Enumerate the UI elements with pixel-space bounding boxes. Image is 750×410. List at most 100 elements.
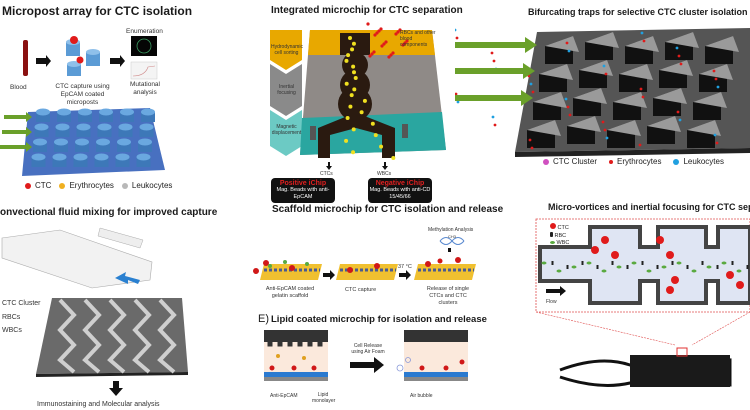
panel-title: Lipid coated microchip for isolation and… — [271, 314, 487, 325]
rbc-cell — [384, 40, 388, 44]
wbc-cell — [541, 261, 547, 265]
legend-item: CTC — [550, 223, 569, 231]
micropost-top — [76, 123, 91, 131]
ctc-cell — [349, 93, 354, 98]
ctc-cell — [671, 276, 679, 284]
blood-cell — [567, 49, 571, 53]
panel-scaffold: Scaffold microchip for CTC isolation and… — [250, 200, 504, 310]
legend-label: Leukocytes — [131, 181, 173, 190]
trap-top — [539, 64, 573, 80]
blood-cell — [490, 51, 494, 55]
micropost-top — [73, 153, 88, 161]
legend-label: CTC — [35, 181, 52, 190]
legend-item: RBC — [550, 232, 566, 239]
ctc-cell — [666, 286, 674, 294]
bifurcating-diagram — [455, 28, 750, 157]
micropost-top — [52, 153, 67, 161]
blood-cell — [716, 85, 720, 89]
rbc-cell — [396, 30, 400, 34]
chamber-array — [630, 355, 730, 387]
rbc-cell — [380, 44, 384, 48]
micropost-top — [118, 123, 133, 131]
flow-arrow — [455, 63, 535, 79]
groove — [107, 298, 127, 374]
vortex-diagram — [535, 218, 750, 387]
blood-cell — [638, 143, 642, 147]
micropost-top — [96, 138, 110, 146]
wbc-cell — [601, 269, 607, 273]
micropost — [34, 127, 49, 137]
blood-cell — [493, 123, 497, 127]
panel-label: E) — [258, 313, 269, 325]
erythrocyte-swatch — [59, 182, 66, 189]
rbc-cell — [382, 42, 386, 46]
micropost — [78, 112, 92, 122]
micropost — [115, 157, 130, 167]
micropost — [97, 127, 112, 137]
leukocyte-swatch — [673, 158, 680, 165]
trap-top — [579, 60, 613, 76]
panel-convection: onvectional fluid mixing for improved ca… — [0, 200, 217, 410]
rbc-cell — [401, 43, 405, 47]
blood-cell — [566, 105, 570, 109]
scaffold-2 — [336, 264, 398, 280]
ctc-cell — [348, 104, 353, 109]
flow-arrow — [455, 90, 533, 106]
arrow-icon — [399, 270, 411, 280]
ctc-cell — [601, 236, 609, 244]
erythrocyte-swatch — [609, 159, 614, 164]
arrow-label: Cell Release using Air Foam — [351, 343, 385, 355]
panel-title: Scaffold microchip for CTC isolation and… — [272, 204, 504, 215]
micropost-top — [57, 108, 71, 116]
micropost-top — [75, 138, 89, 146]
stage-label: Inertial focusing — [277, 84, 296, 96]
chip-housing — [1, 229, 153, 289]
ctc-cell — [351, 127, 356, 132]
micropost — [138, 142, 152, 152]
micropost-top — [78, 108, 92, 116]
negative-ichip-desc: Mag. Beads with anti-CD 15/45/66 — [369, 187, 431, 200]
trap-top — [705, 36, 739, 52]
output-ctcs: CTCs — [320, 171, 333, 177]
blood-cell — [639, 87, 643, 91]
micropost — [54, 142, 68, 152]
legend-item: WBC — [550, 240, 569, 246]
ctc-cell — [656, 236, 664, 244]
trap-top — [607, 120, 641, 136]
legend-label: Erythrocytes — [617, 157, 662, 166]
blood-cell — [456, 100, 460, 104]
blood-cell — [676, 110, 680, 114]
trap-top — [527, 120, 561, 136]
ctc-cell — [370, 121, 375, 126]
scaffold-3 — [414, 264, 476, 280]
step-capture: CTC capture using EpCAM coated micropost… — [55, 83, 110, 106]
rbc-cell — [366, 22, 370, 26]
ctc-cell — [611, 251, 619, 259]
trap-top — [699, 64, 733, 80]
negative-ichip-name: Negative iChip — [375, 180, 425, 187]
micropost — [120, 112, 134, 122]
micropost-top — [97, 123, 112, 131]
wbc-cell — [631, 261, 637, 265]
wbc-output-arrow — [382, 166, 388, 170]
ctc-cell — [351, 70, 356, 75]
zoom-line — [535, 311, 676, 346]
micropost-top — [115, 153, 130, 161]
stage-magnetic — [270, 110, 302, 156]
step-enumeration: Enumeration — [126, 28, 163, 35]
micropost — [94, 157, 109, 167]
rbc-cell — [731, 261, 734, 265]
micropost — [136, 157, 151, 167]
rbc-cell — [370, 52, 374, 56]
rbc-cell — [398, 28, 402, 32]
panel-bifurcating: Bifurcating traps for selective CTC clus… — [455, 0, 750, 175]
rbc-cell — [387, 55, 391, 59]
trap-top — [653, 88, 687, 104]
flow-label: Flow — [546, 299, 557, 305]
groove — [82, 298, 102, 374]
ctc-cell — [379, 144, 384, 149]
micropost-array — [31, 108, 155, 167]
rbc-cell — [379, 27, 383, 31]
ctc-cell — [351, 64, 356, 69]
rbc-cell — [551, 261, 554, 265]
